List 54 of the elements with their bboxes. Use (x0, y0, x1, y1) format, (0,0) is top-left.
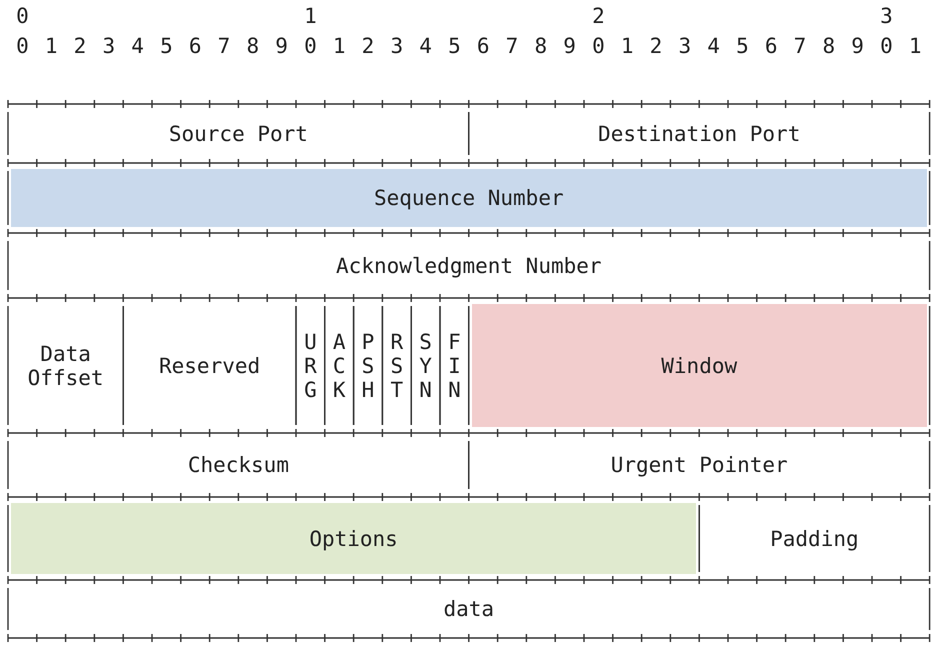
bit-number: 1 (620, 34, 635, 58)
header-field: F I N (443, 304, 466, 427)
bit-number: 7 (504, 34, 520, 58)
header-field: Reserved (126, 304, 293, 427)
bit-number: 1 (332, 34, 347, 58)
bit-number: 1 (303, 4, 318, 28)
bit-number: 4 (418, 34, 433, 58)
header-field: Options (11, 503, 696, 574)
header-field: Urgent Pointer (472, 439, 927, 491)
header-field: Padding (702, 503, 927, 574)
bit-number: 2 (591, 4, 606, 28)
bit-number: 1 (908, 34, 923, 58)
header-field: S Y N (414, 304, 437, 427)
header-field: Checksum (11, 439, 466, 491)
header-field: data (11, 586, 927, 632)
bit-number: 0 (15, 34, 30, 58)
bit-number: 2 (648, 34, 664, 58)
header-field: U R G (299, 304, 322, 427)
header-field: Sequence Number (11, 169, 927, 227)
header-field: P S H (356, 304, 380, 427)
bit-number: 6 (476, 34, 491, 58)
bit-number: 8 (245, 34, 260, 58)
header-field: R S T (385, 304, 408, 427)
bit-number: 8 (821, 34, 836, 58)
bit-number: 7 (792, 34, 808, 58)
bit-number: 9 (274, 34, 289, 58)
bit-number: 4 (706, 34, 721, 58)
bit-number: 8 (533, 34, 548, 58)
bit-number: 0 (591, 34, 606, 58)
header-field: A C K (328, 304, 351, 427)
bit-number: 3 (879, 4, 894, 28)
bit-number: 7 (216, 34, 232, 58)
bit-number: 2 (72, 34, 88, 58)
bit-number: 0 (879, 34, 894, 58)
bit-number: 5 (447, 34, 462, 58)
bit-number: 5 (735, 34, 750, 58)
bit-number: 9 (850, 34, 865, 58)
bit-number: 9 (562, 34, 577, 58)
bit-number: 3 (389, 34, 404, 58)
header-field: Data Offset (11, 304, 120, 427)
bit-number: 2 (360, 34, 376, 58)
bit-number: 0 (15, 4, 30, 28)
bit-number: 6 (764, 34, 779, 58)
bit-number: 0 (303, 34, 318, 58)
bit-number: 6 (188, 34, 203, 58)
bit-number: 5 (159, 34, 174, 58)
bit-number: 3 (101, 34, 116, 58)
header-field: Acknowledgment Number (11, 239, 927, 292)
bit-number: 3 (677, 34, 692, 58)
bit-number: 4 (130, 34, 145, 58)
header-field: Window (472, 304, 927, 427)
header-field: Destination Port (472, 110, 927, 157)
bit-number: 1 (44, 34, 59, 58)
header-field: Source Port (11, 110, 466, 157)
